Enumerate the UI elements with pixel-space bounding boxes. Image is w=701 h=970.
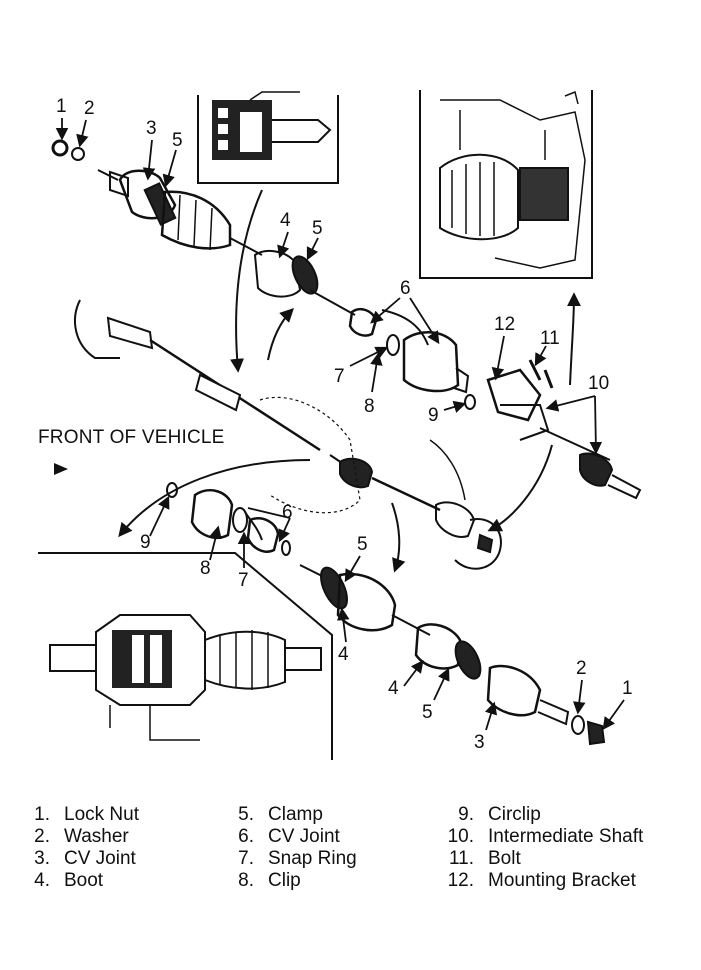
legend-label: Intermediate Shaft: [488, 826, 644, 847]
legend-label: Bolt: [488, 848, 521, 869]
front-direction-arrow-icon: [54, 463, 68, 475]
cross-shaft-and-knuckles: [74, 299, 502, 570]
callout-5-upper-b: 5: [312, 218, 323, 239]
motion-arrows: [118, 189, 581, 573]
callout-11: 11: [540, 328, 560, 349]
lower-callout-numbers: 9 8 7 6 5 4 4 5 3 2 1: [140, 502, 633, 753]
callout-1-lower: 1: [622, 678, 633, 699]
callout-6-lower: 6: [282, 502, 293, 523]
legend-number: 4.: [34, 870, 50, 891]
legend-column-3: 9.Circlip 10.Intermediate Shaft 11.Bolt …: [444, 804, 644, 892]
upper-driveshaft-assembly: [51, 139, 642, 500]
inset-top-right: [419, 90, 593, 279]
legend-label: Mounting Bracket: [488, 870, 636, 891]
legend-item: 5. Clamp: [232, 804, 357, 826]
legend-column-1: 1. Lock Nut 2. Washer 3. CV Joint 4. Boot: [28, 804, 139, 892]
legend-number: 11.: [448, 848, 474, 869]
callout-3-lower: 3: [474, 732, 485, 753]
legend-label: Lock Nut: [64, 804, 139, 825]
callout-6-upper: 6: [400, 278, 411, 299]
callout-5-lower-a: 5: [357, 534, 368, 555]
legend-item: 2. Washer: [28, 826, 139, 848]
legend-number: 9.: [458, 804, 474, 825]
legend-number: 3.: [34, 848, 50, 869]
legend-label: Clamp: [268, 804, 323, 825]
callout-leaders: [55, 118, 625, 731]
legend-label: Boot: [64, 870, 104, 891]
callout-8-lower: 8: [200, 558, 211, 579]
callout-4-upper: 4: [280, 210, 291, 231]
legend-item: 1. Lock Nut: [28, 804, 139, 826]
callout-10: 10: [588, 373, 609, 394]
inset-top-center: [197, 91, 339, 184]
legend-item: 11. Bolt: [444, 848, 643, 870]
lower-driveshaft-assembly: [166, 482, 606, 746]
exploded-driveshaft-diagram: FRONT OF VEHICLE 1 2 3 5 4 5 6 7 8 12 11…: [38, 90, 642, 760]
legend-label: Snap Ring: [268, 848, 357, 869]
callout-7-lower: 7: [238, 570, 249, 591]
legend-number: 7.: [238, 848, 254, 869]
callout-4-lower-a: 4: [338, 644, 349, 665]
legend-number: 1.: [34, 804, 50, 825]
callout-2-lower: 2: [576, 658, 587, 679]
legend-item: 10. Intermediate Shaft: [444, 826, 644, 848]
callout-4-lower-b: 4: [388, 678, 399, 699]
callout-5-upper-a: 5: [172, 130, 183, 151]
legend-item: 3. CV Joint: [28, 848, 139, 870]
legend-item: 7. Snap Ring: [232, 848, 357, 870]
callout-7-upper: 7: [334, 366, 345, 387]
legend-item: 9. Circlip: [444, 804, 643, 826]
legend-item: 12. Mounting Bracket: [444, 870, 643, 892]
upper-callout-numbers: 1 2 3 5 4 5 6 7 8 12 11 10 9: [56, 96, 609, 426]
legend-label: CV Joint: [64, 848, 136, 869]
parts-legend: 1. Lock Nut 2. Washer 3. CV Joint 4. Boot 5.…: [0, 804, 701, 900]
legend-label: Clip: [268, 870, 301, 891]
legend-item: 8. Clip: [232, 870, 357, 892]
legend-item: 4. Boot: [28, 870, 139, 892]
front-of-vehicle-label: FRONT OF VEHICLE: [38, 427, 225, 448]
legend-number: 12.: [447, 870, 474, 891]
legend-column-2: 5. Clamp 6. CV Joint 7. Snap Ring 8. Clip: [232, 804, 357, 892]
legend-number: 5.: [238, 804, 254, 825]
inset-bottom-left: [38, 552, 333, 760]
legend-label: CV Joint: [268, 826, 340, 847]
callout-3-upper: 3: [146, 118, 157, 139]
callout-1-upper: 1: [56, 96, 67, 117]
legend-item: 6. CV Joint: [232, 826, 357, 848]
callout-9-upper: 9: [428, 405, 439, 426]
legend-number: 2.: [34, 826, 50, 847]
callout-2-upper: 2: [84, 98, 95, 119]
callout-12: 12: [494, 314, 515, 335]
callout-5-lower-b: 5: [422, 702, 433, 723]
legend-number: 8.: [238, 870, 254, 891]
callout-8-upper: 8: [364, 396, 375, 417]
legend-label: Washer: [64, 826, 129, 847]
legend-number: 10.: [447, 826, 474, 847]
legend-label: Circlip: [488, 804, 541, 825]
callout-9-lower: 9: [140, 532, 151, 553]
legend-number: 6.: [238, 826, 254, 847]
